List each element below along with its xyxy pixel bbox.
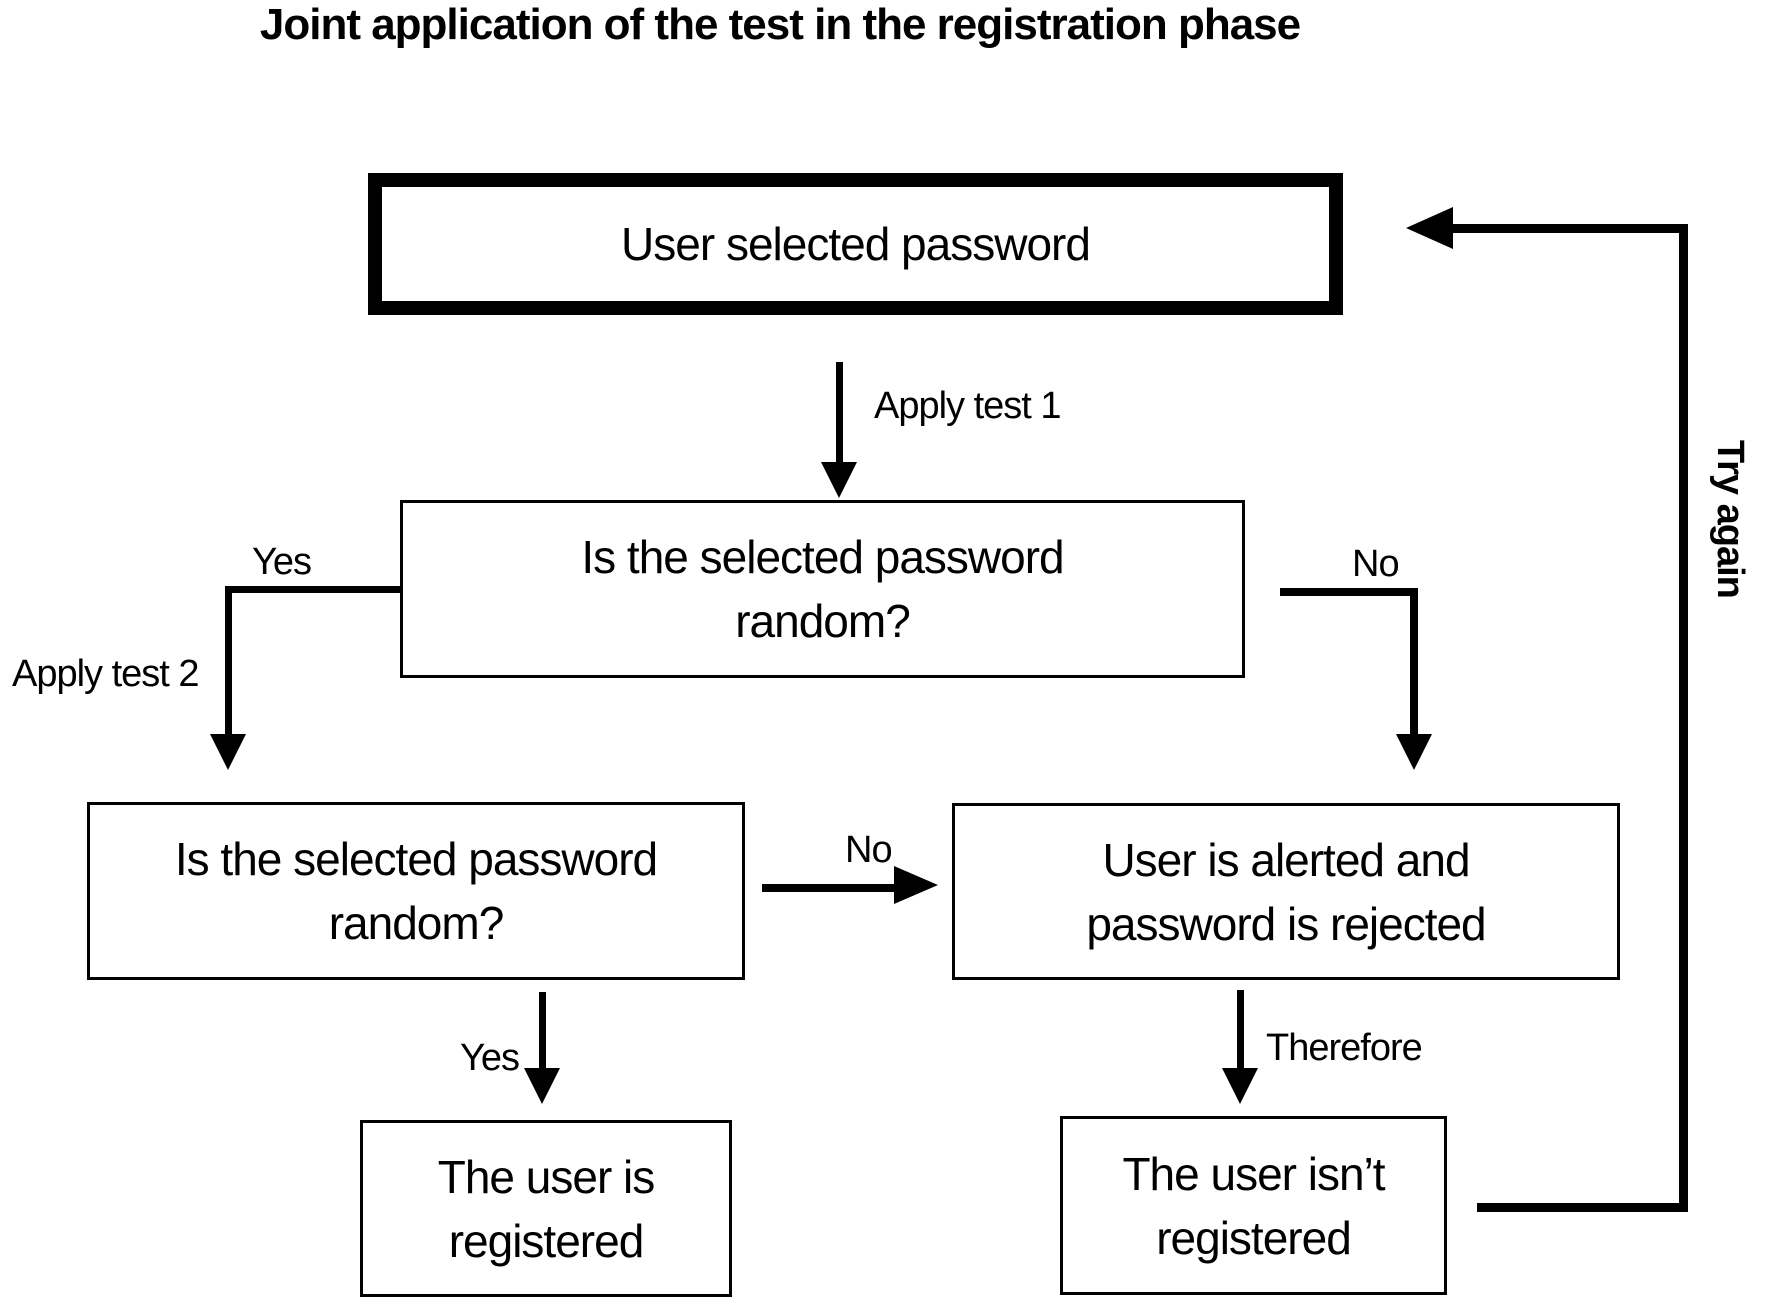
- edge-try-again-top: [1452, 224, 1688, 233]
- node-user-selected-password: User selected password: [368, 173, 1343, 315]
- node-text: User selected password: [621, 218, 1091, 270]
- node-text-line: registered: [448, 1214, 645, 1267]
- edge-no-right-vertical: [1410, 588, 1418, 736]
- node-text-line: The user is: [437, 1150, 656, 1203]
- arrow-down-icon: [1396, 734, 1432, 770]
- node-text-line: The user isn’t: [1122, 1147, 1385, 1200]
- edge-no-middle-horizontal: [762, 884, 894, 892]
- edge-yes-bottom-vertical: [539, 992, 546, 1070]
- arrow-down-icon: [1222, 1068, 1258, 1104]
- label-no-middle: No: [845, 829, 893, 871]
- node-text-line: random?: [735, 595, 911, 647]
- label-yes-left: Yes: [252, 541, 312, 583]
- edge-try-again-vertical: [1679, 224, 1688, 1212]
- label-no-right: No: [1352, 543, 1400, 585]
- label-apply-test-2: Apply test 2: [12, 653, 200, 695]
- label-apply-test-1: Apply test 1: [874, 385, 1062, 427]
- edge-apply-test1-vertical: [836, 362, 843, 465]
- label-therefore: Therefore: [1266, 1027, 1423, 1069]
- node-text-line: Is the selected password: [174, 833, 658, 885]
- node-alert-password-rejected: User is alerted and password is rejected: [952, 803, 1620, 980]
- arrow-down-icon: [821, 462, 857, 498]
- node-test2-question: Is the selected password random?: [87, 802, 745, 980]
- edge-apply-test2-vertical: [225, 586, 232, 736]
- node-test1-question: Is the selected password random?: [400, 500, 1245, 678]
- arrow-down-icon: [210, 734, 246, 770]
- edge-no-right-horizontal: [1280, 588, 1418, 596]
- node-user-not-registered: The user isn’t registered: [1060, 1116, 1447, 1295]
- node-text-line: User is alerted and: [1102, 833, 1470, 886]
- node-text-line: random?: [328, 897, 505, 949]
- edge-try-again-bottom: [1477, 1203, 1688, 1212]
- arrow-left-icon: [1406, 207, 1453, 249]
- node-text-line: password is rejected: [1086, 897, 1486, 950]
- node-text-line: Is the selected password: [581, 531, 1064, 583]
- label-yes-bottom: Yes: [460, 1037, 520, 1079]
- arrow-right-icon: [894, 866, 938, 904]
- node-user-registered: The user is registered: [360, 1120, 732, 1297]
- page-title: Joint application of the test in the reg…: [259, 0, 1301, 49]
- edge-therefore-vertical: [1237, 990, 1244, 1070]
- arrow-down-icon: [524, 1068, 560, 1104]
- edge-yes-left-horizontal: [225, 586, 400, 593]
- label-try-again: Try again: [1709, 440, 1751, 598]
- node-text-line: registered: [1156, 1211, 1352, 1264]
